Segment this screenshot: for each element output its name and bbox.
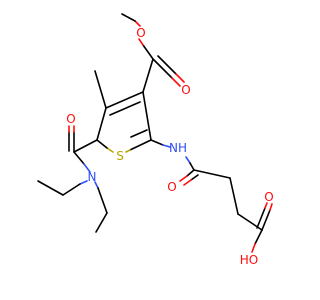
bond-s-c5-right [106, 147, 114, 153]
bond-co-o-bottom [179, 175, 188, 182]
bond-ester-co-double-right [175, 73, 185, 83]
bond-c2-s-right [125, 149, 131, 153]
bond-ethyl2-c [37, 180, 64, 196]
atom-o-amide-right: O [167, 180, 176, 194]
bond-c2-s-left [129, 139, 152, 151]
bond-n-ethyl2-a [79, 180, 88, 185]
bond-acid-oh-left [254, 229, 263, 245]
bond-n-ethyl2-b [62, 183, 81, 196]
bond-ester-co-double-left [157, 55, 177, 75]
bond-ethyl1-c [95, 212, 108, 233]
bond-acid-co-top-o [269, 203, 273, 211]
bond-ester-co-left [152, 58, 173, 79]
bond-n-ethyl1-b [97, 187, 108, 214]
bond-amide-cn-left [73, 151, 85, 165]
atom-s-ring: S [116, 149, 124, 163]
bond-c5-c4 [96, 107, 107, 141]
bond-c3-c2 [142, 91, 152, 141]
bond-n-co-left [185, 156, 191, 164]
bond-chain-3 [237, 213, 263, 231]
bond-s-c5-left [96, 139, 108, 149]
bond-c4-c3-double [109, 101, 141, 116]
atom-oh-acid: HO [240, 253, 258, 267]
atom-o-acid-carbonyl: O [264, 190, 273, 204]
bond-ome-left [134, 20, 141, 27]
atom-o-amide-left: O [66, 112, 75, 126]
bond-c2-n-right [162, 144, 171, 148]
bond-n-ethyl1-a [94, 181, 99, 189]
bond-co-o-double-bottom [183, 179, 192, 186]
bond-acid-co-double [256, 207, 266, 229]
atom-o-ester-carbonyl: O [181, 83, 190, 97]
bond-c5-amide [73, 139, 98, 153]
bond-chain-2 [229, 177, 239, 215]
bond-c2-n-left [150, 139, 164, 146]
structure-svg: O O O N S NH O O HO [37, 13, 274, 267]
bond-acid-co-top [261, 209, 271, 231]
molecule-diagram: O O O N S NH O O HO [37, 13, 274, 267]
bond-c4-c3 [105, 91, 144, 109]
bond-ester-co-right [171, 77, 181, 87]
bond-ome-right [121, 13, 136, 22]
bond-co-o-double-top [190, 174, 199, 181]
bond-amide-cn-right [83, 163, 91, 173]
bond-acid-co-double-o [264, 202, 268, 209]
bond-acid-oh-right [251, 243, 256, 253]
atom-n-amide-left: N [88, 170, 97, 184]
bond-n-co-right [189, 162, 195, 171]
bond-c2-inner [130, 129, 148, 138]
bond-ester-o-right [138, 38, 144, 46]
bond-chain-1 [193, 169, 231, 179]
atom-nh-amide: NH [169, 141, 187, 155]
bond-c3-ester [142, 58, 154, 93]
bond-co-o-top [186, 169, 195, 177]
bond-methyl [94, 70, 107, 109]
bond-ester-o-left [142, 44, 154, 60]
atom-o-ester-ether: O [136, 26, 145, 40]
